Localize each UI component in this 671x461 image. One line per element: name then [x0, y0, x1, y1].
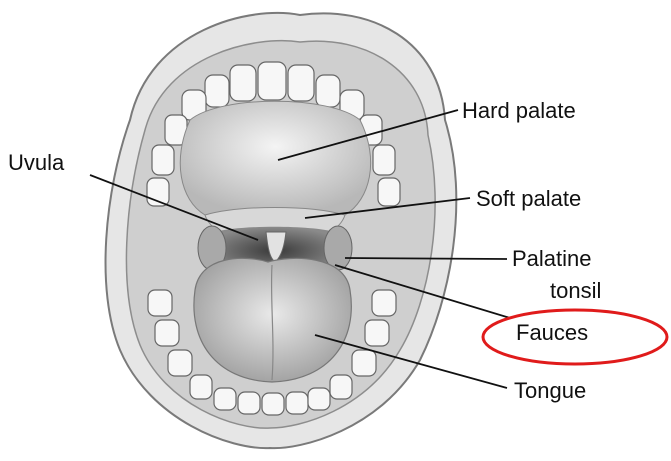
label-tongue: Tongue — [514, 378, 586, 404]
label-tonsil: tonsil — [550, 278, 601, 304]
label-fauces: Fauces — [516, 320, 588, 346]
label-uvula: Uvula — [8, 150, 64, 176]
label-soft-palate: Soft palate — [476, 186, 581, 212]
label-hard-palate: Hard palate — [462, 98, 576, 124]
leader-palatine-tonsil — [345, 258, 507, 259]
label-palatine: Palatine — [512, 246, 592, 272]
hard-palate-shape — [180, 101, 370, 215]
